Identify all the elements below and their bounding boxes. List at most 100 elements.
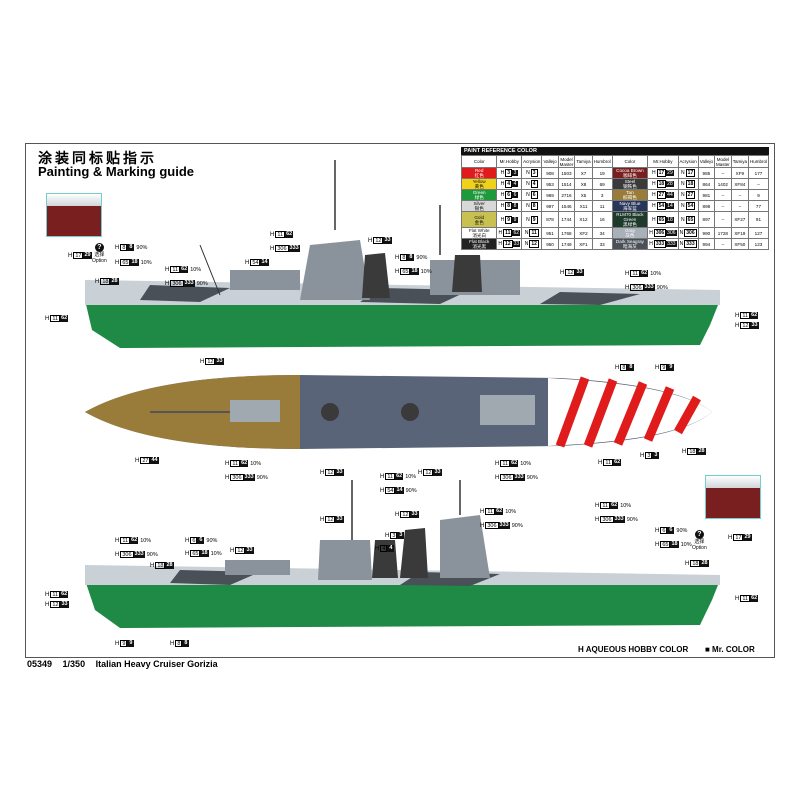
tamiya-code: XF50 — [730, 238, 749, 250]
ship-side-view-port — [85, 480, 720, 628]
question-icon: ? — [94, 243, 104, 252]
title-chinese: 涂装同标贴指示 — [38, 150, 157, 166]
mm-code: – — [713, 238, 732, 250]
legend-mr-color: ■ Mr. COLOR — [705, 645, 755, 654]
kit-name: Italian Heavy Cruiser Gorizia — [95, 659, 218, 669]
vallejo-code: 994 — [697, 238, 715, 250]
color-swatch-funnel-cap — [46, 193, 102, 237]
humbrol-code: 123 — [747, 238, 770, 250]
footer: 05349 1/350 Italian Heavy Cruiser Gorizi… — [27, 659, 226, 669]
ship-side-view-starboard — [85, 160, 720, 348]
guide-frame — [25, 143, 775, 658]
legend-aqueous: H AQUEOUS HOBBY COLOR — [578, 645, 689, 654]
paint-table-title: PAINT REFERENCE COLOR — [461, 147, 769, 155]
vallejo-code: 897 — [697, 211, 715, 228]
tamiya-code: XF1 — [574, 238, 593, 250]
page-title: Painting & Marking guide — [38, 164, 195, 179]
question-icon: ? — [694, 530, 704, 539]
color-swatch-funnel-cap-bottom — [705, 475, 761, 519]
ship-top-view — [85, 375, 712, 449]
kit-scale: 1/350 — [62, 659, 86, 669]
vallejo-code: 950 — [541, 238, 559, 250]
kit-code: 05349 — [27, 659, 53, 669]
tamiya-code: XF2 — [574, 227, 593, 239]
